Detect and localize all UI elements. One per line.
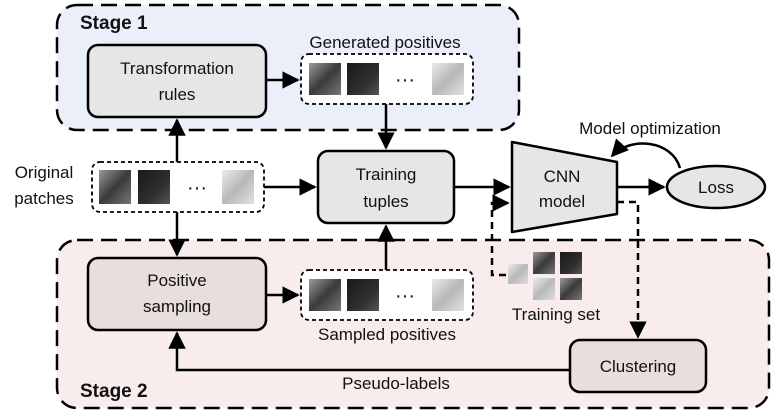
original-patch-3 (222, 170, 254, 204)
transformation-rules-line2: rules (159, 85, 196, 104)
training-tuples-line1: Training (356, 165, 417, 184)
sampled-patch-3 (432, 279, 464, 311)
dashed-arrows (490, 194, 647, 339)
model-optimization-label: Model optimization (579, 119, 721, 138)
training-set-label: Training set (512, 305, 600, 324)
cnn-model-line2: model (539, 192, 585, 211)
sampled-patch-2 (347, 279, 379, 311)
generated-patch-1 (309, 63, 341, 95)
training-tuples-box (316, 149, 456, 225)
loss-label: Loss (698, 178, 734, 197)
cnn-model-line1: CNN (544, 167, 581, 186)
loss-ellipse (665, 164, 767, 210)
positive-sampling-line2: sampling (143, 297, 211, 316)
clustering-label: Clustering (600, 357, 677, 376)
transformation-rules-box (86, 43, 268, 119)
clustering-box (568, 338, 708, 394)
original-patches-line2: patches (14, 189, 74, 208)
sampled-positives-label: Sampled positives (318, 325, 456, 344)
positive-sampling-line1: Positive (147, 271, 207, 290)
stage2-title: Stage 2 (80, 381, 148, 402)
generated-patch-3 (432, 63, 464, 95)
original-ellipsis: ··· (187, 177, 207, 199)
generated-positives-box (300, 53, 474, 105)
positive-sampling-box (86, 256, 268, 332)
original-patch-1 (99, 170, 131, 204)
training-set-thumbnails (508, 252, 582, 300)
transformation-rules-line1: Transformation (120, 59, 234, 78)
original-patch-2 (138, 170, 170, 204)
stage1-title: Stage 1 (80, 13, 148, 34)
sampled-patch-1 (309, 279, 341, 311)
cnn-model-shape (510, 140, 619, 234)
arrows (168, 71, 682, 372)
sampled-ellipsis: ··· (395, 285, 415, 307)
pseudo-labels-label: Pseudo-labels (342, 374, 450, 393)
generated-ellipsis: ··· (395, 69, 415, 91)
training-tuples-line2: tuples (363, 192, 408, 211)
generated-positives-label: Generated positives (309, 33, 460, 52)
original-patches-line1: Original (15, 163, 74, 182)
generated-patch-2 (347, 63, 379, 95)
